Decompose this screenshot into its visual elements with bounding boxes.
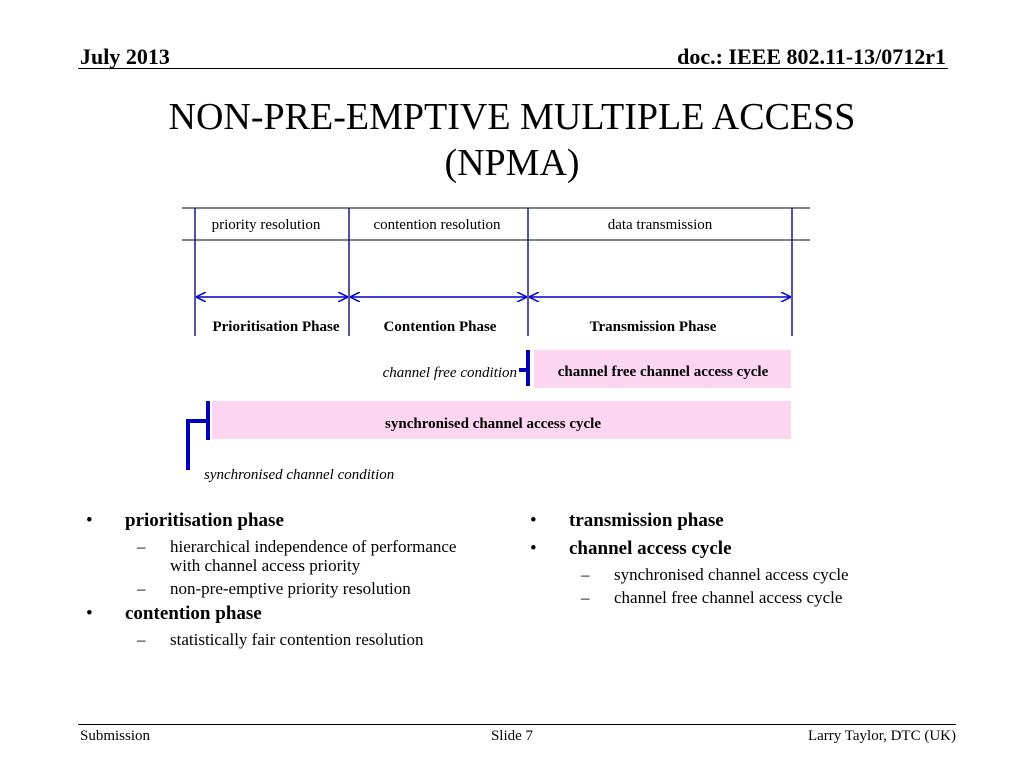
sub-bullet-fair-contention: statistically fair contention resolution xyxy=(80,630,480,649)
sub-bullet-sync-cycle: synchronised channel access cycle xyxy=(524,565,944,584)
slide-title-line2: (NPMA) xyxy=(444,142,580,184)
bullet-prioritisation-phase: prioritisation phase xyxy=(80,509,480,533)
footer-submission: Submission xyxy=(80,728,151,744)
sub-bullet-non-pre-emptive: non-pre-emptive priority resolution xyxy=(80,579,480,598)
bullet-transmission-phase: transmission phase xyxy=(524,509,944,533)
npma-timing-diagram: priority resolution contention resolutio… xyxy=(182,207,810,483)
label-data-transmission: data transmission xyxy=(608,217,713,233)
sub-bullet-hierarchical: hierarchical independence of performance… xyxy=(80,537,480,575)
bullet-contention-phase: contention phase xyxy=(80,602,480,626)
channel-free-cycle-box xyxy=(534,350,791,388)
sync-cycle-label: synchronised channel access cycle xyxy=(385,416,601,432)
sync-condition-label: synchronised channel condition xyxy=(204,467,394,483)
phase-contention: Contention Phase xyxy=(384,319,497,335)
sync-cycle-box xyxy=(212,401,791,439)
footer-author: Larry Taylor, DTC (UK) xyxy=(807,728,956,744)
phase-prioritisation: Prioritisation Phase xyxy=(212,319,339,335)
bullets-right: transmission phase channel access cycle … xyxy=(524,509,944,607)
header-date: July 2013 xyxy=(80,44,170,69)
label-contention-resolution: contention resolution xyxy=(373,217,501,233)
sub-bullet-channel-free-cycle: channel free channel access cycle xyxy=(524,588,944,607)
sync-marker xyxy=(186,401,210,470)
slide-title-line1: NON-PRE-EMPTIVE MULTIPLE ACCESS xyxy=(168,96,856,138)
phase-transmission: Transmission Phase xyxy=(590,319,717,335)
bullets-left: prioritisation phase hierarchical indepe… xyxy=(80,509,480,649)
header-rule xyxy=(78,68,948,69)
bullet-channel-access-cycle: channel access cycle xyxy=(524,537,944,561)
channel-free-cycle-label: channel free channel access cycle xyxy=(558,364,769,380)
footer-slide-number: Slide 7 xyxy=(490,728,534,744)
footer-rule xyxy=(78,724,956,725)
label-priority-resolution: priority resolution xyxy=(212,217,321,233)
slide-title: NON-PRE-EMPTIVE MULTIPLE ACCESS (NPMA) xyxy=(0,94,1024,186)
channel-free-marker xyxy=(519,350,530,386)
header-doc-id: doc.: IEEE 802.11-13/0712r1 xyxy=(677,44,946,69)
channel-free-condition-label: channel free condition xyxy=(383,365,517,381)
